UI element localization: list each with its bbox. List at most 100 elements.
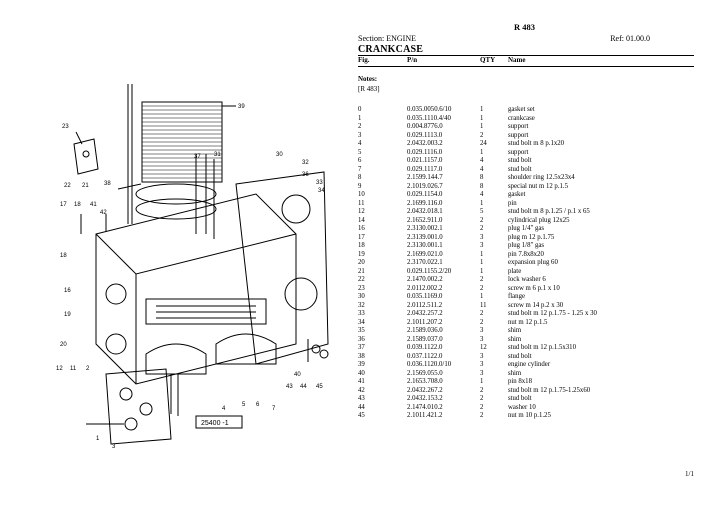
cell-name: shim [508, 335, 522, 343]
header-rule-top [358, 55, 694, 56]
cell-part-number: 0.029.1113.0 [407, 131, 443, 139]
cell-part-number: 2.1569.055.0 [407, 369, 443, 377]
cell-fig: 14 [358, 216, 365, 224]
cell-fig: 45 [358, 412, 365, 419]
cell-name: pin 7.8x8x20 [508, 250, 544, 258]
cell-qty: 1 [480, 250, 484, 258]
cell-qty: 1 [480, 199, 484, 207]
cell-part-number: 2.0112.002.2 [407, 284, 443, 292]
cell-qty: 3 [480, 242, 484, 249]
cell-qty: 1 [480, 267, 484, 275]
cell-fig: 22 [358, 276, 365, 283]
cell-qty: 2 [480, 386, 484, 394]
cell-part-number: 2.1699.021.0 [407, 250, 443, 258]
cell-name: nut m 10 p.1.25 [508, 412, 551, 419]
cell-qty: 3 [480, 233, 484, 241]
callout-31: 31 [214, 152, 221, 158]
cell-part-number: 0.035.1169.0 [407, 293, 443, 300]
cell-name: stud bolt m 8 p.1.25 / p.1 x 65 [508, 208, 590, 215]
callout-39: 39 [238, 104, 245, 110]
cell-fig: 39 [358, 361, 365, 368]
cell-name: stud bolt m 12 p.1.75 - 1.25 x 30 [508, 310, 597, 317]
cell-fig: 4 [358, 140, 362, 147]
cell-fig: 10 [358, 191, 365, 198]
cell-fig: 5 [358, 148, 362, 156]
cell-part-number: 0.036.1120.0/10 [407, 361, 452, 368]
cell-name: plug 1/8" gas [508, 242, 545, 249]
cell-qty: 8 [480, 182, 484, 190]
cell-qty: 1 [480, 378, 484, 385]
cell-fig: 8 [358, 174, 362, 181]
cell-part-number: 0.029.1117.0 [407, 165, 443, 173]
cell-name: stud bolt m 12 p.1.75-1.25x60 [508, 386, 591, 394]
cell-name: gasket [508, 191, 526, 198]
cell-part-number: 2.3130.002.1 [407, 225, 443, 232]
cell-fig: 12 [358, 208, 365, 215]
col-header-pn: P/n [407, 56, 418, 64]
col-header-qty: QTY [480, 56, 496, 64]
cell-part-number: 2.1019.026.7 [407, 182, 443, 190]
cell-name: stud bolt m 12 p.1.5x310 [508, 344, 576, 351]
cell-qty: 2 [480, 412, 484, 419]
cell-name: lock washer 6 [508, 276, 546, 283]
page-number: 1/1 [685, 470, 694, 478]
callout-44: 44 [300, 384, 307, 390]
cell-fig: 44 [358, 403, 365, 411]
cell-name: support [508, 148, 529, 156]
cell-part-number: 2.1599.144.7 [407, 174, 443, 181]
cell-qty: 12 [480, 344, 487, 351]
cell-name: screw m 6 p.1 x 10 [508, 284, 560, 292]
cell-part-number: 2.1011.207.2 [407, 318, 443, 326]
cell-name: crankcase [508, 114, 535, 122]
callout-38: 38 [104, 181, 111, 187]
cell-fig: 23 [358, 284, 365, 292]
cell-qty: 1 [480, 293, 484, 300]
callout-17: 17 [60, 202, 67, 208]
cell-part-number: 0.035.1110.4/40 [407, 114, 451, 122]
cell-fig: 32 [358, 301, 365, 309]
cell-qty: 1 [480, 106, 484, 113]
cell-name: support [508, 131, 529, 139]
header-rule-bottom [358, 66, 694, 67]
cell-qty: 11 [480, 301, 487, 309]
cell-qty: 3 [480, 352, 484, 360]
callout-45: 45 [316, 384, 323, 390]
callout-7: 7 [272, 406, 276, 412]
callout-19: 19 [64, 312, 71, 318]
cell-fig: 1 [358, 114, 362, 122]
cell-name: shim [508, 327, 522, 334]
cell-part-number: 2.1589.036.0 [407, 327, 443, 334]
cell-part-number: 2.1474.010.2 [407, 403, 443, 411]
figure-label-box [195, 415, 243, 429]
cell-part-number: 0.037.1122.0 [407, 352, 443, 360]
cell-part-number: 2.3130.001.1 [407, 242, 443, 249]
callout-3: 3 [112, 444, 116, 450]
cell-qty: 5 [480, 208, 484, 215]
callout-4: 4 [222, 406, 226, 412]
cell-qty: 1 [480, 148, 484, 156]
callout-32: 32 [302, 160, 309, 166]
cell-qty: 2 [480, 225, 484, 232]
callout-37: 37 [194, 154, 201, 160]
cell-qty: 2 [480, 403, 484, 411]
cell-name: stud bolt [508, 165, 532, 173]
